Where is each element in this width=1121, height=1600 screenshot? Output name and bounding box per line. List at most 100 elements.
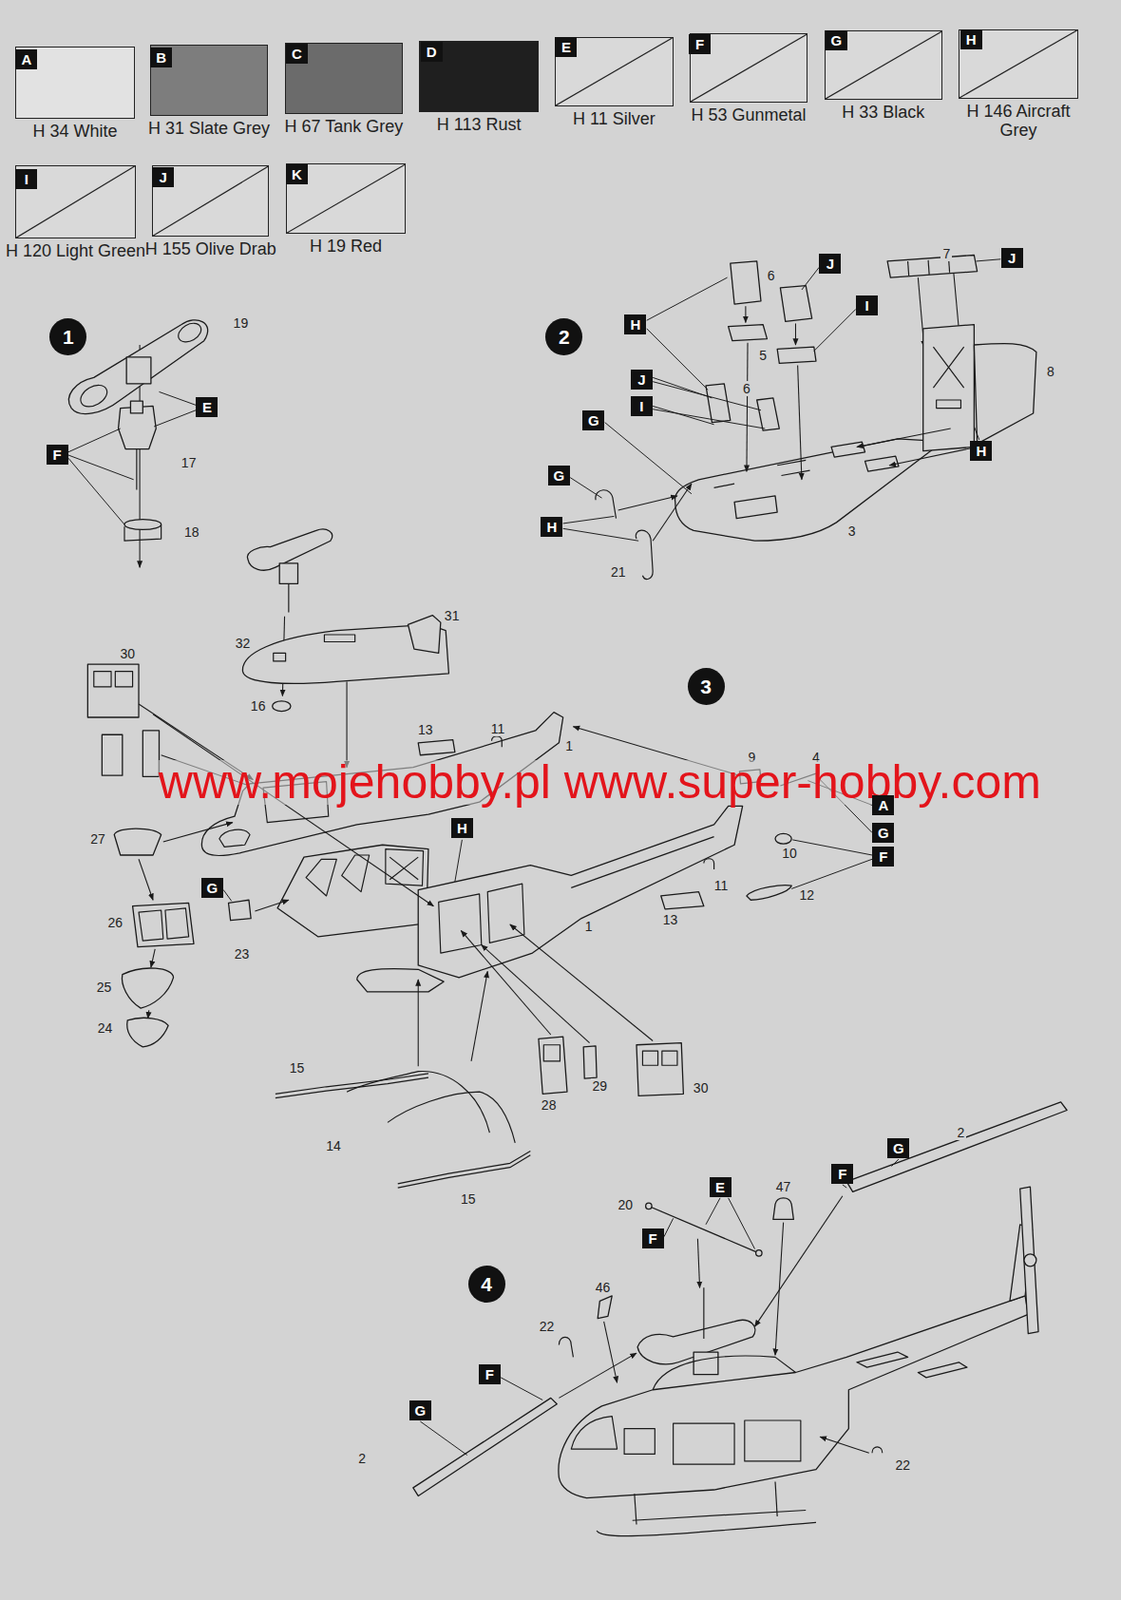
step2-cabin-floor [798,364,802,479]
paint-callout: G [872,822,894,843]
step3-fuselage-assembly [142,730,159,777]
step3-fuselage-assembly [662,1050,678,1065]
callout-number: 27 [88,831,108,847]
step4-final-assembly [917,1362,968,1378]
step3-fuselage-assembly [642,1050,658,1065]
paint-letter: I [24,171,29,187]
step-number: 2 [545,318,583,356]
paint-callout: A [15,49,38,70]
step3-fuselage-assembly [661,892,704,910]
step3-fuselage-assembly [152,714,434,907]
step4-final-assembly [500,1377,543,1401]
step3-fuselage-assembly [510,924,653,1041]
callout-number: 2 [356,1450,368,1466]
step1-rotor-head [124,519,162,531]
paint-letter: H [975,443,987,458]
callout-number: 15 [287,1060,307,1076]
step4-final-assembly [842,1184,847,1188]
paint-letter: E [715,1179,725,1195]
step3-fuselage-assembly [94,671,112,687]
paint-letter: G [893,1140,905,1156]
step3-fuselage-assembly [398,1155,532,1188]
step-number: 1 [49,318,87,356]
step4-final-assembly [624,1428,655,1455]
step4-final-assembly [648,1205,760,1253]
paint-letter: F [878,849,888,864]
paint-name: H 33 Black [812,102,955,122]
step1-rotor-head [76,380,112,412]
step2-cabin-floor [652,381,761,411]
paint-callout: H [960,29,983,50]
paint-letter: J [1007,250,1016,266]
callout-number: 22 [537,1318,557,1334]
step2-cabin-floor [605,422,692,494]
paint-callout: E [554,37,577,57]
step3-fuselage-assembly [418,805,742,977]
step-number-text: 3 [700,676,712,697]
step3-fuselage-assembly [228,899,252,920]
callout-number: 30 [691,1080,711,1096]
step3-fuselage-assembly [87,664,139,718]
paint-callout: I [630,396,653,417]
callout-number: 14 [323,1138,343,1154]
step2-cabin-floor [705,383,731,423]
paint-callout: E [709,1177,732,1197]
paint-callout: G [548,465,570,486]
paint-callout: I [855,295,878,316]
step2-cabin-floor [618,495,678,511]
step2-cabin-floor [728,324,768,342]
step3-fuselage-assembly [138,908,190,941]
callout-number: 1 [563,738,575,754]
paint-callout: B [150,47,172,68]
step2-cabin-floor [652,409,765,429]
step3-fuselage-assembly [277,844,429,937]
step2-cabin-floor [652,483,692,541]
callout-number: 16 [248,698,268,714]
paint-callout: D [420,41,443,62]
paint-callout: A [872,795,894,816]
paint-callout: J [152,167,174,188]
step2-cabin-floor [795,323,797,345]
swatch-diagonal [959,30,1078,98]
paint-callout: H [540,516,563,537]
step3-fuselage-assembly [775,833,792,844]
step4-final-assembly [728,1197,756,1250]
step3-fuselage-assembly [133,902,194,947]
step3-fuselage-assembly [703,858,715,870]
step3-fuselage-assembly [275,1073,429,1094]
paint-callout: H [451,817,474,838]
step2-cabin-floor [801,266,819,290]
paint-callout: G [825,30,848,51]
step3-fuselage-assembly [387,1091,515,1143]
paint-name: H 146 Aircraft Grey [947,101,1090,140]
step4-final-assembly [775,1481,778,1517]
paint-letter: D [426,44,437,59]
step4-final-assembly [756,1250,762,1256]
step2-cabin-floor [714,483,735,488]
callout-number: 11 [712,877,731,893]
step4-final-assembly [744,1420,801,1462]
step3-fuselage-assembly [87,529,873,1188]
step4-final-assembly [597,1295,612,1319]
callout-number: 5 [757,347,769,363]
step3-fuselage-assembly [127,1017,169,1047]
paint-letter: J [159,170,168,185]
callout-number: 15 [458,1191,478,1207]
step4-final-assembly [413,1397,557,1496]
callout-number: 17 [179,455,199,471]
paint-name: H 155 Olive Drab [139,239,283,259]
paint-callout: F [46,444,69,465]
paint-letter: B [155,50,167,65]
step3-fuselage-assembly [151,949,155,968]
paint-name: H 34 White [3,121,147,141]
callout-number: 21 [608,564,628,580]
step4-final-assembly [705,1197,721,1225]
swatch-diagonal [152,166,268,236]
callout-number: 11 [489,721,508,737]
step2-cabin-floor [887,254,977,278]
callout-number: 25 [95,979,114,995]
step1-rotor-head [153,410,196,427]
paint-letter: A [877,798,889,813]
callout-number: 19 [231,315,251,331]
step2-cabin-floor [563,515,615,524]
